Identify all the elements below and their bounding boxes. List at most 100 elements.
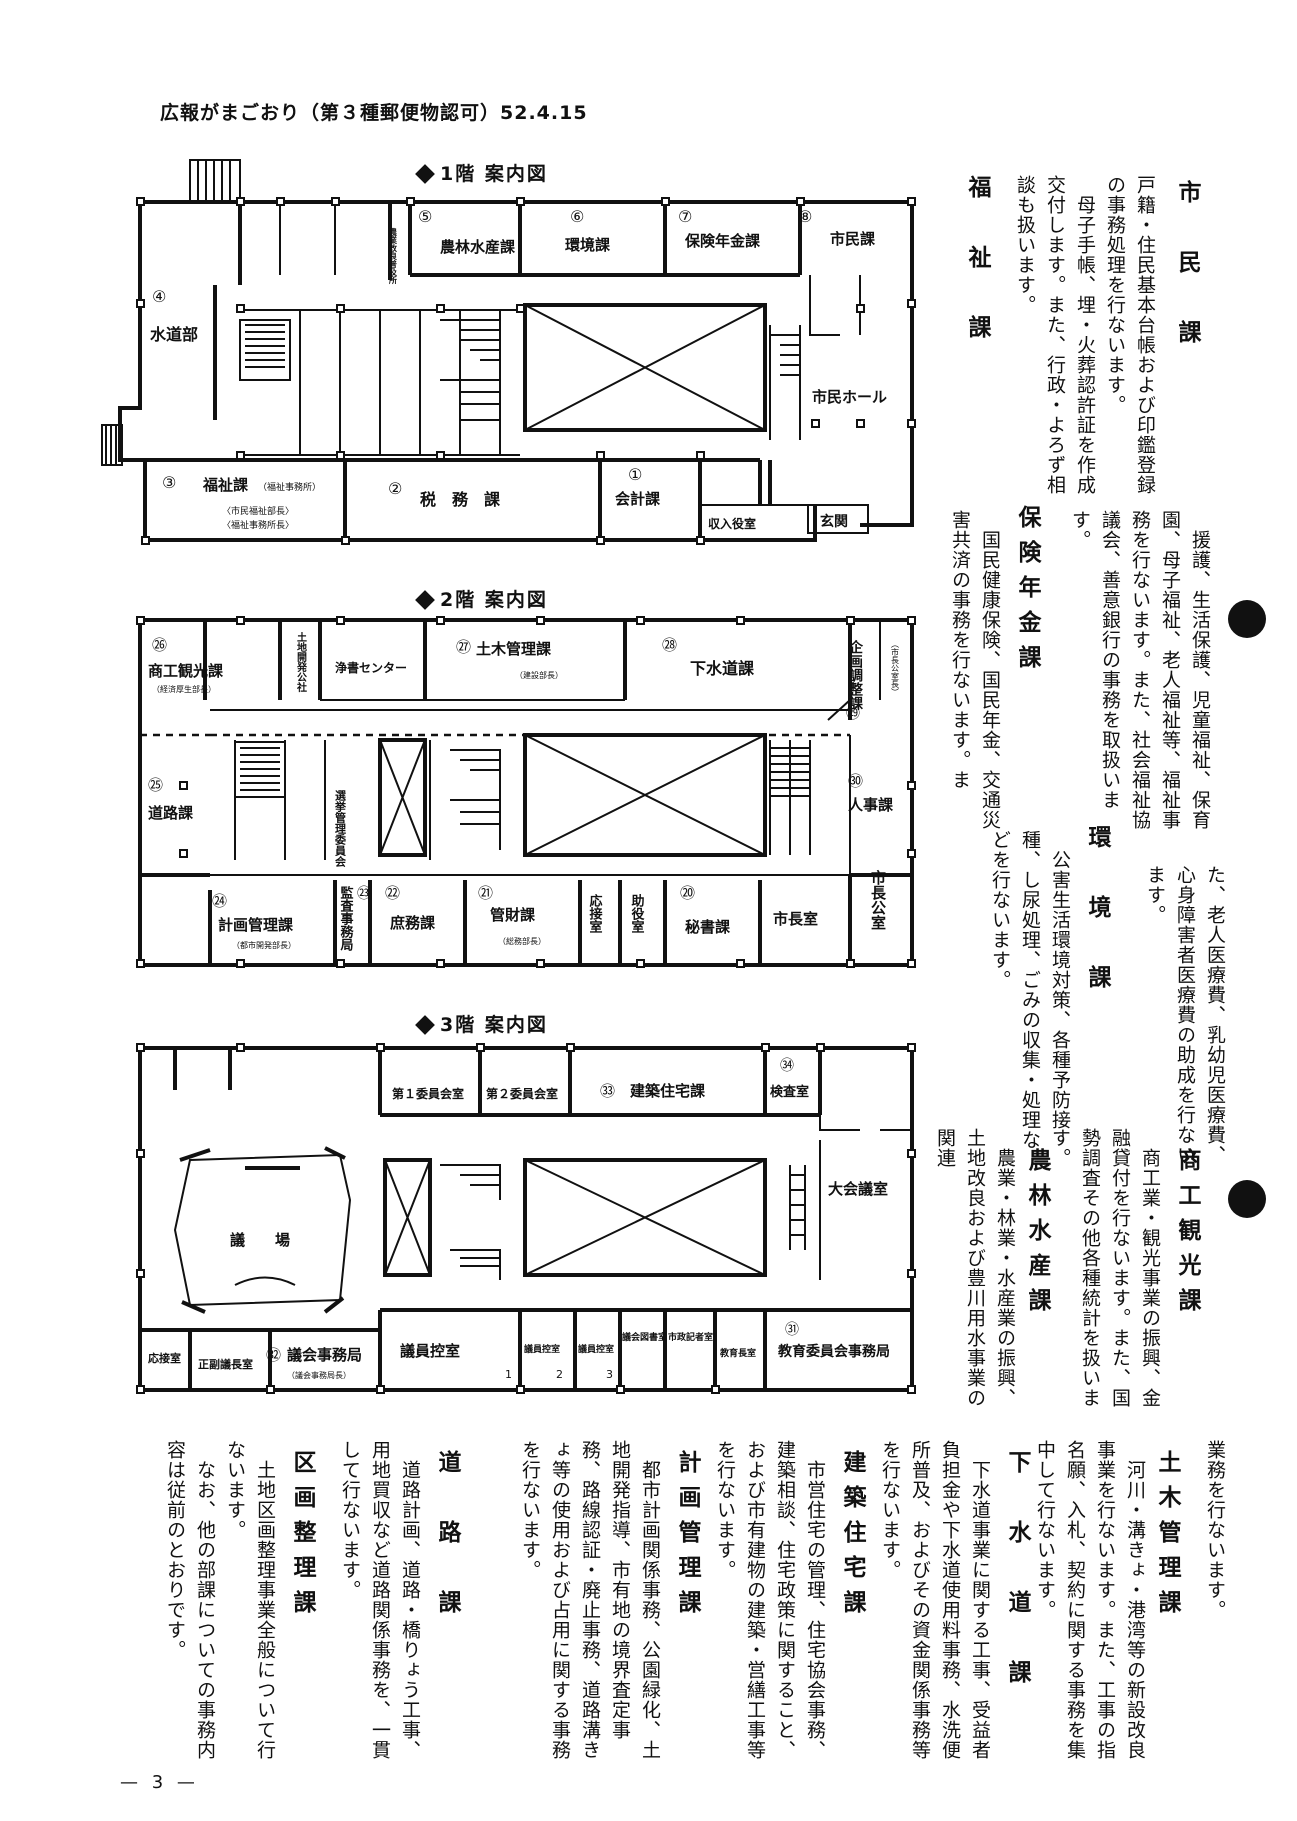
section-doro-body: 道路計画、道路・橋りょう工事、用地買収など道路関係事務を、一貫して行ないます。 <box>339 1440 421 1760</box>
f1-n7: ⑦ <box>678 207 692 226</box>
f2-shichokoshitsu: 市長公室 <box>869 869 887 930</box>
f1-hoken: 保険年金課 <box>684 232 761 250</box>
f1-shunyu: 収入役室 <box>708 516 756 531</box>
f2-keikaku: 計画管理課 <box>218 916 294 934</box>
section-kukaku-body: 土地区画整理事業全般について行ないます。 なお、他の部課についての事務内容は従前… <box>164 1440 276 1760</box>
f3-daikaigi: 大会議室 <box>828 1180 888 1198</box>
section-doboku-title: 土木管理課 <box>1154 1450 1180 1625</box>
newsletter-header: 広報がまごおり（第３種郵便物認可）52.4.15 <box>160 102 588 124</box>
f2-kikaku-sub: （市長公室長） <box>891 640 900 696</box>
f1-fukushi-note2: 〈福祉事務所長〉 <box>222 519 294 531</box>
f2-n28: ㉘ <box>662 636 677 654</box>
f3-h1: 1 <box>505 1368 512 1381</box>
section-kankyo-body: 公害生活環境対策、各種予防接種、し尿処理、ごみの収集・処理などを行ないます。 <box>989 830 1071 1150</box>
f2-jinji: 人事課 <box>848 796 894 814</box>
f2-n26: ㉖ <box>152 636 167 654</box>
f1-fukushi-note1: 〈市民福祉部長〉 <box>222 505 294 517</box>
f1-n3: ③ <box>162 473 176 492</box>
f2-kansa: 監査事務局 <box>338 885 355 952</box>
f3-gikai: 議会事務局 <box>287 1346 362 1364</box>
f2-kikaku: 企画調整課 <box>847 639 864 711</box>
f3-kyoiku-iin: 教育委員会事務局 <box>778 1343 890 1360</box>
section-keikaku-title: 計画管理課 <box>674 1450 700 1625</box>
section-gesui-body: 下水道事業に関する工事、受益者負担金や下水道使用料事務、水洗便所普及、およびその… <box>879 1440 991 1760</box>
f2-keikaku-sub: （都市開発部長） <box>232 940 296 950</box>
f2-doboku: 土木管理課 <box>476 640 552 658</box>
f3-giin-hikae3: 議員控室 <box>578 1343 614 1355</box>
f1-shimin: 市民課 <box>830 230 876 248</box>
punch-hole-icon <box>1228 600 1266 638</box>
f1-zeimu: 税 務 課 <box>420 490 501 509</box>
f3-gijo: 議 場 <box>230 1231 290 1249</box>
f3-seifuku: 正副議長室 <box>198 1357 253 1371</box>
section-hoken-title: 保険年金課 <box>1014 505 1040 680</box>
f2-shichoshitsu: 市長室 <box>773 910 818 928</box>
f3-kenchiku: 建築住宅課 <box>630 1082 706 1100</box>
floor2-plan: ㉖ 商工観光課 （経済厚生部長） 土地開発公社 浄書センター ㉗ 土木管理課 （… <box>136 616 916 968</box>
section-kenchiku-title: 建築住宅課 <box>839 1450 865 1625</box>
section-nourin-cont: 業務を行ないます。 <box>1204 1440 1226 1620</box>
f3-n34: ㉞ <box>780 1058 794 1074</box>
f1-genkan: 玄関 <box>820 513 848 530</box>
f3-iin2: 第２委員会室 <box>486 1086 558 1101</box>
f3-kyoikucho: 教育長室 <box>719 1347 756 1359</box>
f1-n5: ⑤ <box>418 207 432 226</box>
f1-nourin-kaizen: 農業改良普及所 <box>388 227 398 285</box>
f3-kensa: 検査室 <box>770 1084 809 1100</box>
f2-hisho: 秘書課 <box>685 918 731 936</box>
f2-n30: ㉚ <box>848 772 863 790</box>
f3-gikai-sub: （議会事務局長） <box>287 1370 351 1380</box>
f1-n6: ⑥ <box>570 207 584 226</box>
f2-jokaso: 浄書センター <box>335 660 407 675</box>
f3-n32: ㉜ <box>266 1346 281 1364</box>
f2-shomu: 庶務課 <box>390 914 436 932</box>
floor1-title-text: 1階 案内図 <box>440 163 548 185</box>
f3-iin1: 第１委員会室 <box>392 1086 464 1101</box>
floor3-plan: 第１委員会室 第２委員会室 ㉝ 建築住宅課 ㉞ 検査室 大会議室 議 場 応接室… <box>136 1043 916 1394</box>
f1-kaikei: 会計課 <box>615 490 661 508</box>
f2-n20: ⑳ <box>680 884 695 902</box>
f2-gesui: 下水道課 <box>690 659 755 678</box>
section-nourin-body: 農業・林業・水産業の振興、土地改良および豊川用水事業の関連 <box>934 1128 1016 1408</box>
section-keikaku-body: 都市計画関係事務、公園緑化、土地開発指導、市有地の境界査定事務、路線認証・廃止事… <box>519 1440 661 1760</box>
section-shimin-body: 戸籍・住民基本台帳および印鑑登録の事務処理を行ないます。 母子手帳、埋・火葬認許… <box>1014 175 1156 495</box>
floor1-plan: 農業改良普及所 ⑤ 農林水産課 ⑥ 環境課 ⑦ 保険年金課 ⑧ 市民課 ④ 水道… <box>101 159 916 545</box>
section-shimin-title: 市 民 課 <box>1174 180 1200 355</box>
floor3-title-text: 3階 案内図 <box>440 1014 548 1036</box>
f2-n22: ㉒ <box>385 884 400 902</box>
f1-n2: ② <box>388 479 402 498</box>
floor2-title: 2階 案内図 <box>415 585 548 612</box>
f2-n29: ㉙ <box>846 706 860 722</box>
punch-hole-icon <box>1228 1180 1266 1218</box>
f2-n23: ㉓ <box>357 886 371 902</box>
f2-shoko-sub: （経済厚生部長） <box>152 684 216 694</box>
section-hoken-cont: た、老人医療費、乳幼児医療費、心身障害者医療費の助成を行ないます。 <box>1144 865 1226 1165</box>
page-number: — 3 — <box>120 1772 199 1793</box>
f1-suido: 水道部 <box>150 325 198 344</box>
f1-hall: 市民ホール <box>812 388 887 406</box>
f3-shisei-kisha: 市政記者室 <box>668 1331 713 1343</box>
f3-h3: 3 <box>606 1368 613 1381</box>
floor1-title: 1階 案内図 <box>415 159 548 186</box>
section-shoko-title: 商工観光課 <box>1174 1148 1200 1323</box>
f3-giin-hikae: 議員控室 <box>400 1342 460 1360</box>
floor3-title: 3階 案内図 <box>415 1010 548 1037</box>
f2-kanzai-sub: （総務部長） <box>498 936 546 946</box>
f3-osetsu: 応接室 <box>148 1351 181 1365</box>
section-fukushi-title: 福 祉 課 <box>964 175 990 350</box>
f2-osetsu: 応接室 <box>587 893 603 934</box>
f2-n25: ㉕ <box>148 776 163 794</box>
f1-n8: ⑧ <box>798 207 812 226</box>
section-fukushi-body: 援護、生活保護、児童福祉、保育園、母子福祉、老人福祉等、福祉事務を行ないます。ま… <box>1069 510 1211 830</box>
f2-joyaku: 助役室 <box>629 893 645 934</box>
floor2-title-text: 2階 案内図 <box>440 589 548 611</box>
f1-nourin: 農林水産課 <box>440 238 516 256</box>
f2-doro: 道路課 <box>148 804 194 822</box>
f2-n24: ㉔ <box>212 892 227 910</box>
section-kankyo-title: 環 境 課 <box>1084 825 1110 1000</box>
section-hoken-body: 国民健康保険、国民年金、交通災害共済の事務を行ないます。ま <box>949 510 1001 830</box>
f1-kankyo: 環境課 <box>565 236 611 254</box>
section-doro-title: 道 路 課 <box>434 1450 460 1625</box>
f2-senkyo: 選挙管理委員会 <box>334 790 348 868</box>
